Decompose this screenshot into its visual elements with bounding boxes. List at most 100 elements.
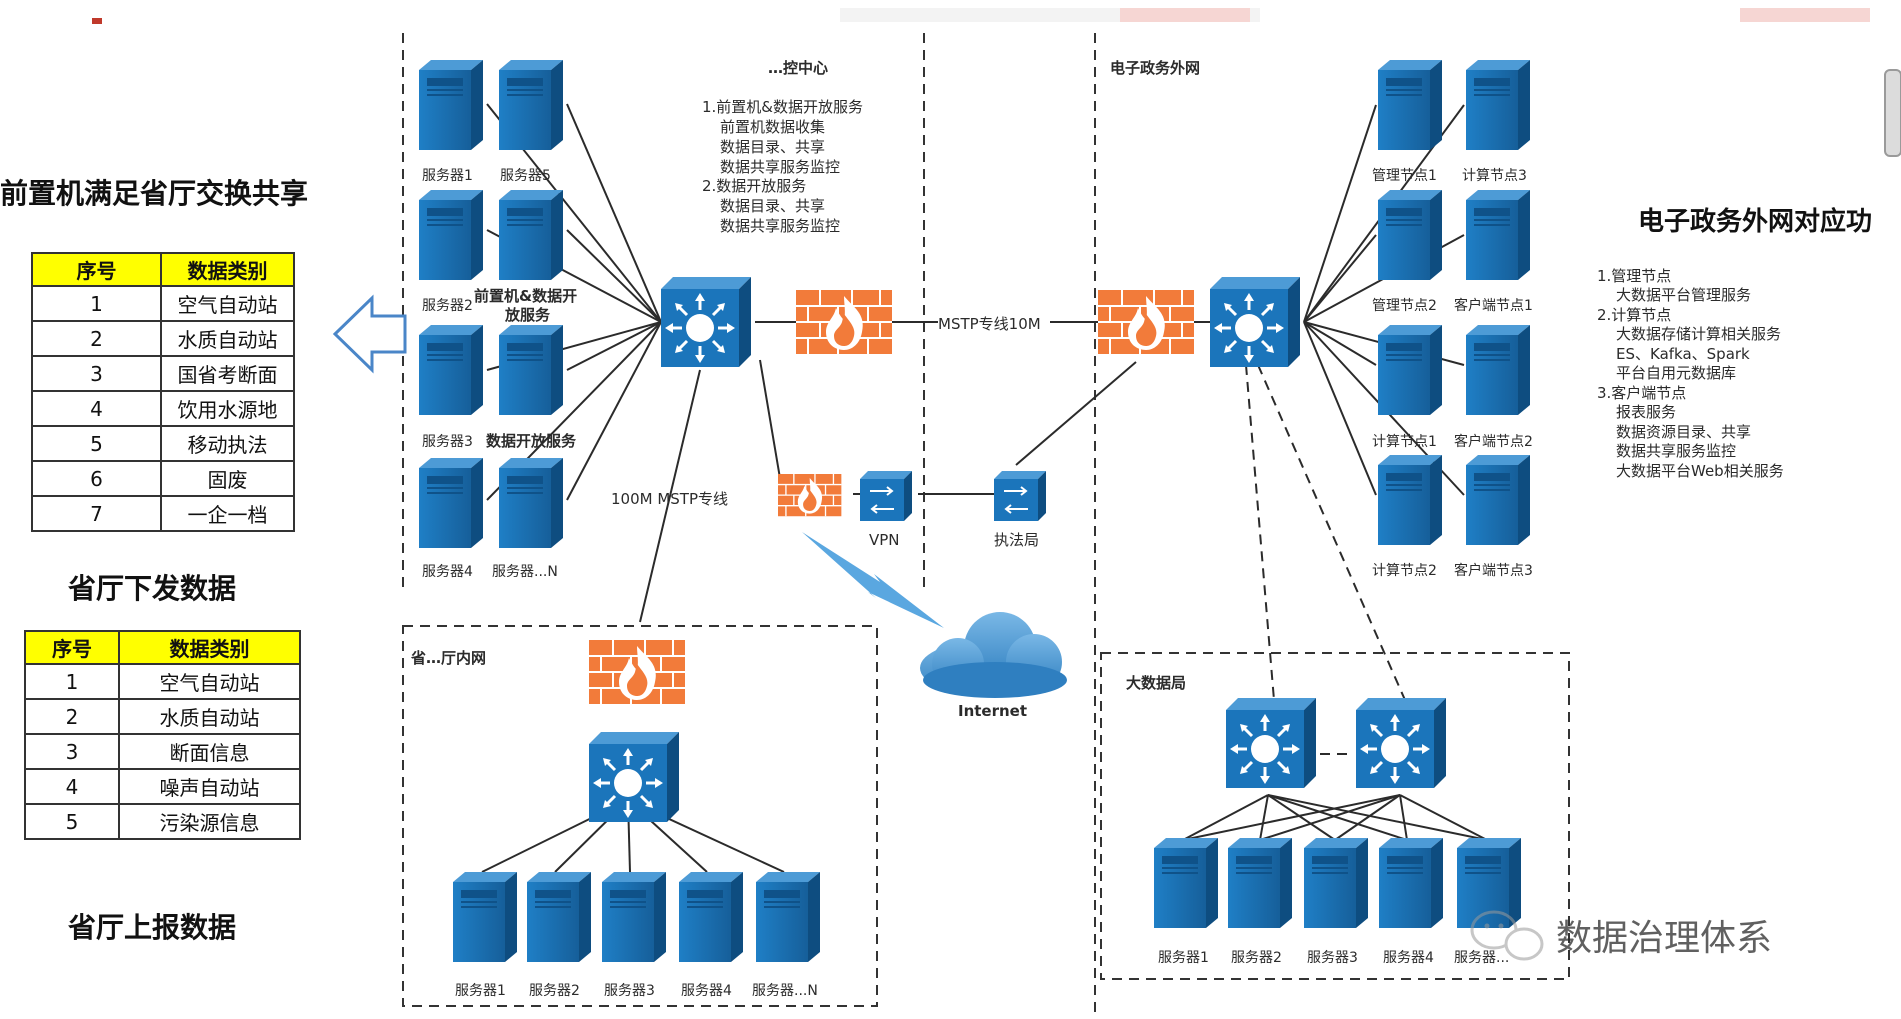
vpn-label: VPN <box>869 531 900 549</box>
column-header: 数据类别 <box>118 630 301 665</box>
left-heading-top: 前置机满足省厅交换共享 <box>0 177 309 210</box>
column-header: 序号 <box>31 252 162 287</box>
server-label: 服务器...N <box>492 564 558 580</box>
row-index-cell: 6 <box>31 460 162 497</box>
category-cell: 水质自动站 <box>118 698 301 735</box>
server-icon <box>1457 838 1521 928</box>
node-label: 计算节点2 <box>1372 563 1437 579</box>
server-icon <box>453 872 517 962</box>
server-label: 服务器3 <box>604 983 655 999</box>
server-icon <box>679 872 743 962</box>
server-icon <box>602 872 666 962</box>
egov-switch-icon <box>1208 275 1302 369</box>
function-line: 1.管理节点 <box>1597 267 1671 285</box>
row-index-cell: 2 <box>24 698 120 735</box>
row-index-cell: 7 <box>31 495 162 532</box>
category-cell: 断面信息 <box>118 733 301 770</box>
control-center-title: …控中心 <box>768 59 828 77</box>
scrollbar-thumb[interactable] <box>1884 69 1901 157</box>
server-icon <box>419 458 483 548</box>
server-label: 服务器3 <box>1307 950 1358 966</box>
service-line: 数据目录、共享 <box>720 138 825 156</box>
server-icon <box>527 872 591 962</box>
function-line: 数据资源目录、共享 <box>1616 423 1751 441</box>
server-label: 服务器1 <box>455 983 506 999</box>
function-line: 大数据平台管理服务 <box>1616 286 1751 304</box>
server-icon <box>1466 60 1530 150</box>
service-line: 2.数据开放服务 <box>702 177 806 195</box>
dashed-links <box>1245 364 1406 755</box>
service-line: 前置机数据收集 <box>720 118 825 136</box>
enforcement-router-icon <box>993 470 1047 522</box>
server-icon <box>419 60 483 150</box>
server-icon <box>499 325 563 415</box>
server-label: 服务器... <box>1454 950 1509 966</box>
server-icon <box>1466 455 1530 545</box>
row-index-cell: 3 <box>31 355 162 392</box>
bigdata-zone-title: 大数据局 <box>1126 674 1186 692</box>
server-icon <box>1378 455 1442 545</box>
function-line: 平台自用元数据库 <box>1616 364 1736 382</box>
server-label: 服务器5 <box>500 168 551 184</box>
server-icon <box>499 60 563 150</box>
server-label: 服务器1 <box>422 168 473 184</box>
server-icon <box>499 458 563 548</box>
firewall-icon <box>1097 289 1195 355</box>
table-header-row: 序号 数据类别 <box>31 252 295 287</box>
node-label: 客户端节点3 <box>1454 562 1533 579</box>
vpn-router-icon <box>859 470 913 522</box>
service-line: 1.前置机&数据开放服务 <box>702 98 863 116</box>
category-cell: 空气自动站 <box>118 663 301 700</box>
category-cell: 固废 <box>160 460 295 497</box>
server-label: 服务器3 <box>422 434 473 450</box>
left-arrow-icon <box>332 294 407 374</box>
server-label: 服务器4 <box>681 983 732 999</box>
server-icon <box>1378 325 1442 415</box>
column-header: 数据类别 <box>160 252 295 287</box>
bigdata-switch-icon <box>1224 696 1318 790</box>
row-index-cell: 3 <box>24 733 120 770</box>
server-icon <box>1378 60 1442 150</box>
row-index-cell: 1 <box>24 663 120 700</box>
category-cell: 饮用水源地 <box>160 390 295 427</box>
server-icon <box>419 325 483 415</box>
open-data-label: 数据开放服务 <box>486 432 577 450</box>
firewall-icon <box>588 639 686 705</box>
server-label: 服务器2 <box>529 983 580 999</box>
row-index-cell: 2 <box>31 320 162 357</box>
node-label: 客户端节点2 <box>1454 433 1533 450</box>
mstp-100m-label: 100M MSTP专线 <box>611 490 728 508</box>
category-cell: 移动执法 <box>160 425 295 462</box>
function-line: 报表服务 <box>1616 403 1676 421</box>
internet-cloud-icon <box>920 612 1067 698</box>
service-line: 数据共享服务监控 <box>720 217 840 235</box>
row-index-cell: 5 <box>24 803 120 840</box>
egov-zone-title: 电子政务外网 <box>1110 59 1200 77</box>
server-icon <box>1466 325 1530 415</box>
row-index-cell: 1 <box>31 285 162 322</box>
row-index-cell: 4 <box>24 768 120 805</box>
province-switch-icon <box>587 730 681 824</box>
server-label: 服务器2 <box>422 298 473 314</box>
node-label: 客户端节点1 <box>1454 297 1533 314</box>
function-line: ES、Kafka、Spark <box>1616 345 1750 363</box>
column-header: 序号 <box>24 630 120 665</box>
node-label: 管理节点1 <box>1372 168 1437 184</box>
wechat-icon <box>1470 910 1544 961</box>
category-cell: 空气自动站 <box>160 285 295 322</box>
table-header-row: 序号 数据类别 <box>24 630 301 665</box>
function-line: 3.客户端节点 <box>1597 384 1686 402</box>
server-icon <box>1228 838 1292 928</box>
watermark-text: 数据治理体系 <box>1556 918 1772 959</box>
row-index-cell: 5 <box>31 425 162 462</box>
server-icon <box>1466 190 1530 280</box>
